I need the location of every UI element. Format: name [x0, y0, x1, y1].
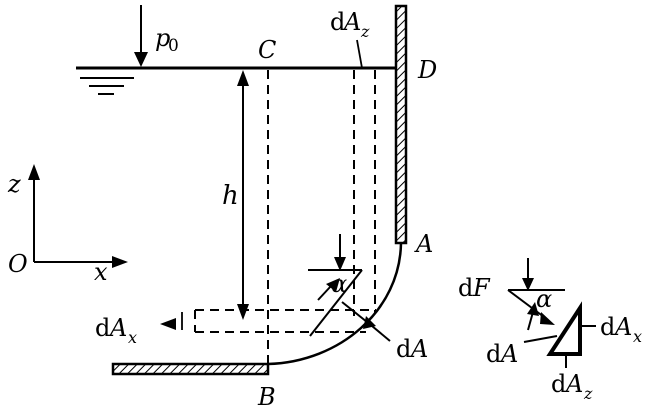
dAx-label-sub: x — [128, 328, 137, 347]
dA-leader — [371, 325, 391, 342]
curved-surface-ab — [267, 242, 403, 366]
label-z: z — [7, 170, 21, 198]
wall-b — [111, 362, 270, 376]
alpha-diag-arrow-shaft — [317, 285, 332, 301]
dAz-label-sub: z — [360, 22, 370, 41]
dAx-label-a: A — [108, 314, 127, 342]
label-o: O — [8, 250, 28, 278]
dAx2-label-sub: x — [633, 327, 642, 346]
dA-label-d: d — [396, 335, 411, 363]
detail-diag-arrow-shaft — [527, 311, 534, 331]
dAx-arrow-head — [160, 318, 176, 330]
z-axis-arrow — [28, 164, 40, 180]
dF-label-d: d — [458, 274, 473, 302]
p0-arrow-head — [134, 52, 148, 67]
vertical-prism — [353, 70, 376, 316]
dF-arrow-head — [540, 312, 555, 325]
h-label: h — [222, 181, 239, 211]
alpha-vertical-arrow-head — [334, 257, 346, 271]
dA2-label-d: d — [486, 340, 501, 368]
alpha-label: α — [331, 270, 347, 298]
wall-ad — [394, 4, 408, 245]
force-triangle-detail: α d F d A d A x d A z — [458, 258, 642, 403]
h-arrow-bottom — [237, 304, 249, 320]
dA2-leader — [523, 335, 558, 343]
dF-label-f: F — [472, 274, 491, 302]
dA-label-a: A — [409, 335, 428, 363]
p0-label: p — [155, 24, 170, 52]
x-axis-arrow — [112, 256, 128, 268]
free-surface-symbol — [80, 77, 134, 95]
h-arrow-top — [237, 70, 249, 86]
label-c: C — [258, 36, 276, 64]
detail-vertical-arrow-head — [522, 278, 534, 291]
dAz2-label-a: A — [564, 370, 583, 398]
dAz2-label-d: d — [551, 370, 566, 398]
dAx2-label-d: d — [600, 313, 615, 341]
p0-subscript: 0 — [168, 36, 179, 56]
dA2-label-a: A — [499, 340, 518, 368]
alpha2-label: α — [536, 285, 552, 313]
dAz-label-a: A — [342, 8, 361, 36]
dAx-label-d: d — [95, 314, 110, 342]
dAz2-label-sub: z — [583, 384, 593, 403]
dAx2-label-a: A — [613, 313, 632, 341]
dAz-label-d: d — [330, 8, 345, 36]
force-triangle — [546, 301, 582, 356]
label-b: B — [257, 383, 276, 411]
alpha-diag-arrow-head — [326, 278, 340, 292]
dAz-leader — [356, 39, 363, 69]
label-d: D — [417, 56, 437, 84]
detail-diag-arrow-head — [527, 302, 539, 316]
label-x: x — [94, 258, 108, 286]
label-a: A — [414, 230, 433, 258]
horizontal-prism — [194, 309, 376, 333]
normal-line — [309, 269, 363, 337]
